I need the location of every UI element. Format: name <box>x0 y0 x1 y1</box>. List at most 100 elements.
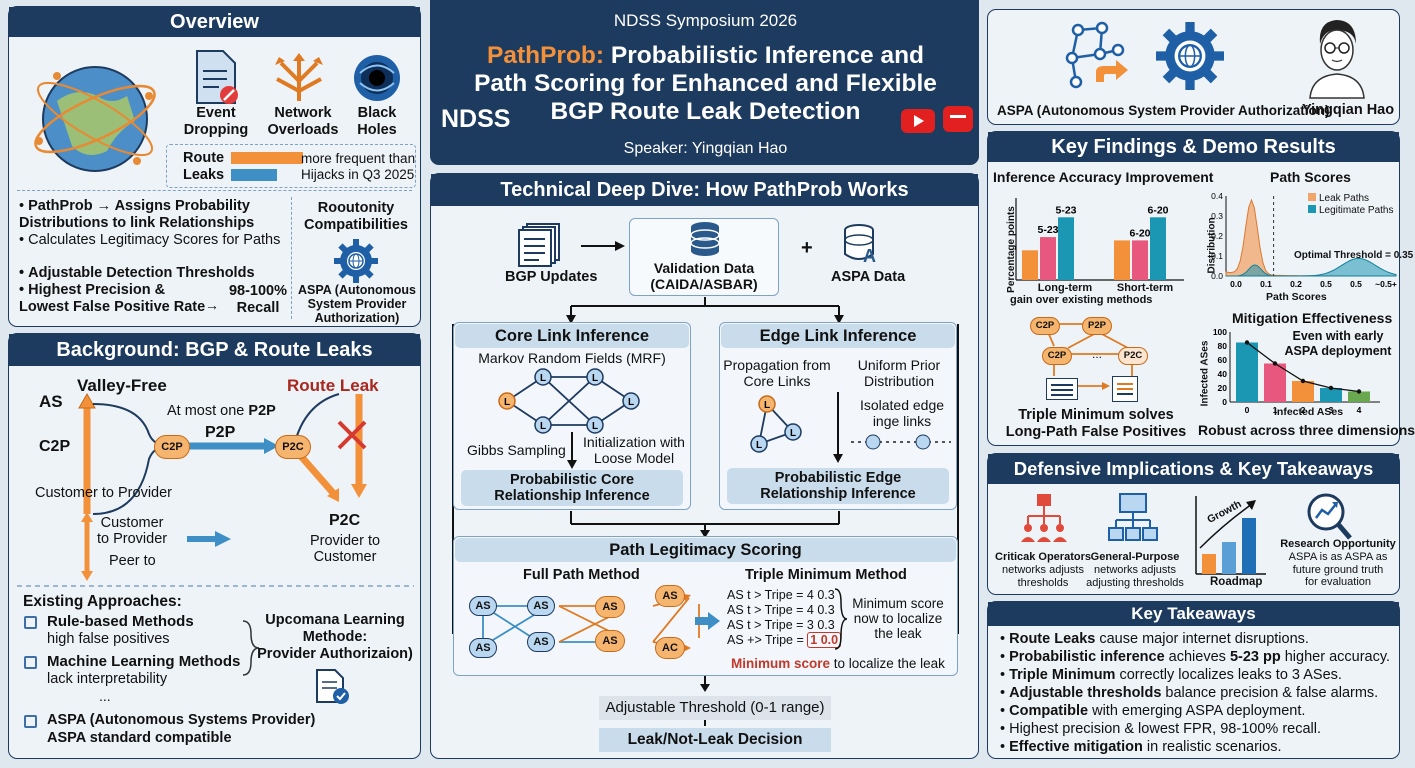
leak-bar-blue <box>231 169 277 181</box>
inf-bar <box>1022 250 1038 280</box>
path-node-4: AS <box>527 632 555 652</box>
youtube-icon[interactable] <box>901 109 935 133</box>
bgp-updates-label: BGP Updates <box>505 269 598 285</box>
overview-bullet-2: • Calculates Legitimacy Scores for Paths <box>19 232 281 248</box>
core-output: Probabilistic Core Relationship Inferenc… <box>461 470 683 506</box>
robust-caption: Robust across three dimensions <box>1198 422 1415 438</box>
defensive-panel: Defensive Implications & Key Takeaways C… <box>987 453 1400 595</box>
inf-bar <box>1150 217 1166 280</box>
general-purpose-icon <box>1108 493 1158 541</box>
mit-point <box>1272 361 1278 366</box>
mit-title: Mitigation Effectiveness <box>1232 310 1393 326</box>
takeaway-item: • Triple Minimum correctly localizes lea… <box>1000 666 1400 684</box>
header-panel: NDSS Symposium 2026 PathProb: Probabilis… <box>430 0 979 165</box>
ctp-label: Customer to Provider <box>35 485 172 501</box>
isolated-label: Isolated edge inge links <box>859 397 945 429</box>
node-p2c: P2C <box>275 435 311 459</box>
takeaway-text: Highest precision & lowest FPR, 98-100% … <box>1009 721 1321 737</box>
path-node-8: AC <box>655 637 685 659</box>
path-node-6: AS <box>595 630 625 652</box>
event-label-blackholes: Black Holes <box>357 105 397 138</box>
ndss-logo: NDSS <box>441 105 511 133</box>
edge-link-title: Edge Link Inference <box>721 324 955 348</box>
path-node-2: AS <box>469 638 497 658</box>
c2p-label: C2P <box>39 438 71 455</box>
ps-xtick: 0.5 <box>1350 279 1362 289</box>
inf-group-label-1: Long-term gain over existing methods <box>1010 282 1153 306</box>
ptc-label: Provider to Customer <box>309 533 381 565</box>
mit-point <box>1244 340 1250 345</box>
takeaway-text: balance precision & false alarms. <box>1161 685 1379 701</box>
takeaway-text: in realistic scenarios. <box>1142 739 1282 755</box>
bilibili-icon[interactable] <box>943 106 973 132</box>
event-dropping-icon <box>196 50 238 104</box>
route-leak-label: Route Leak <box>287 376 379 395</box>
takeaway-text: higher accuracy. <box>1280 649 1391 665</box>
ps-legend-leak: Leak Paths <box>1308 193 1369 204</box>
checkbox-aspa[interactable] <box>24 715 37 728</box>
rule-sub: high false positives <box>47 631 170 647</box>
node-c2p: C2P <box>154 435 190 459</box>
takeaway-text: correctly localizes leaks to 3 ASes. <box>1115 667 1342 683</box>
ps-title: Path Scores <box>1270 169 1351 185</box>
takeaway-text: with emerging ASPA deployment. <box>1088 703 1306 719</box>
bullet: • <box>1000 649 1010 665</box>
compat-title: Rooutonity Compatibilities <box>304 200 408 233</box>
triple-line-4: AS +> Tripe = 1 0.0 <box>727 632 842 648</box>
bullet: • <box>1000 703 1010 719</box>
mit-xtick: 0 <box>1245 405 1250 415</box>
svg-text:L: L <box>592 373 598 384</box>
inf-top-label: 6-20 <box>1147 204 1168 216</box>
existing-title: Existing Approaches: <box>23 593 182 610</box>
tm-doc-icon <box>1112 376 1138 402</box>
inf-mid-label: 6-20 <box>1129 227 1150 239</box>
validation-label: Validation Data (CAIDA/ASBAR) <box>650 260 758 292</box>
svg-text:L: L <box>764 400 770 411</box>
gear-globe-icon <box>334 239 378 283</box>
database-icon <box>690 222 720 256</box>
takeaway-item: • Probabilistic inference achieves 5-23 … <box>1000 648 1400 666</box>
ps-optimal: Optimal Threshold = 0.35 <box>1294 250 1414 261</box>
threshold-arrow <box>704 720 706 726</box>
deep-dive-panel: Technical Deep Dive: How PathProb Works … <box>430 173 979 759</box>
background-title: Background: BGP & Route Leaks <box>9 334 420 366</box>
inf-top-label: 5-23 <box>1055 204 1076 216</box>
mit-xlabel: Infected ASes <box>1274 406 1344 418</box>
isolated-links <box>851 434 951 450</box>
critical-sub: networks adjusts thresholds <box>1002 564 1084 589</box>
ps-xlabel: Path Scores <box>1266 291 1327 303</box>
takeaway-text: Route Leaks <box>1009 631 1096 647</box>
overview-vdivider <box>291 197 292 319</box>
gear-globe-icon-2 <box>1156 22 1224 90</box>
svg-text:L: L <box>756 440 762 451</box>
ps-xtick: 0.5 <box>1320 279 1332 289</box>
triple-line-2: AS t > Tripe = 4 0.3 <box>727 603 835 617</box>
ml-sub: lack interpretability <box>47 671 168 687</box>
paper-title: PathProb: Probabilistic Inference and Pa… <box>474 42 937 125</box>
minimum-caption: Minimum score to localize the leak <box>731 656 945 671</box>
svg-text:L: L <box>504 397 510 408</box>
overview-bullet-1: • PathProb → Assigns Probability Distrib… <box>19 198 255 231</box>
bullet: • <box>1000 667 1010 683</box>
overview-aspa: ASPA (Autonomous System Provider Authori… <box>297 283 417 325</box>
path-node-3: AS <box>527 596 555 616</box>
checkbox-rule[interactable] <box>24 616 37 629</box>
upcoming-methods: Upcomana Learning Methode: Provider Auth… <box>257 612 413 662</box>
tm-caption: Triple Minimum solves Long-Path False Po… <box>1005 407 1187 440</box>
speaker-portrait <box>1309 20 1365 99</box>
tm-dots: ... <box>1092 347 1103 361</box>
mit-bar <box>1264 363 1286 402</box>
mit-point <box>1300 378 1306 384</box>
uniform-label: Uniform Prior Distribution <box>857 357 941 389</box>
overview-divider <box>17 190 412 191</box>
venue: NDSS Symposium 2026 <box>613 11 798 30</box>
critical-operators-icon <box>1021 494 1067 542</box>
checkbox-ml[interactable] <box>24 656 37 669</box>
ps-ytick: 0.4 <box>1211 191 1223 201</box>
general-sub: networks adjusts adjusting thresholds <box>1086 564 1184 589</box>
mit-ytick: 100 <box>1213 327 1227 337</box>
ps-xtick: 0.0 <box>1230 279 1242 289</box>
ellipsis: ... <box>99 688 111 704</box>
path-node-5: AS <box>595 596 625 618</box>
